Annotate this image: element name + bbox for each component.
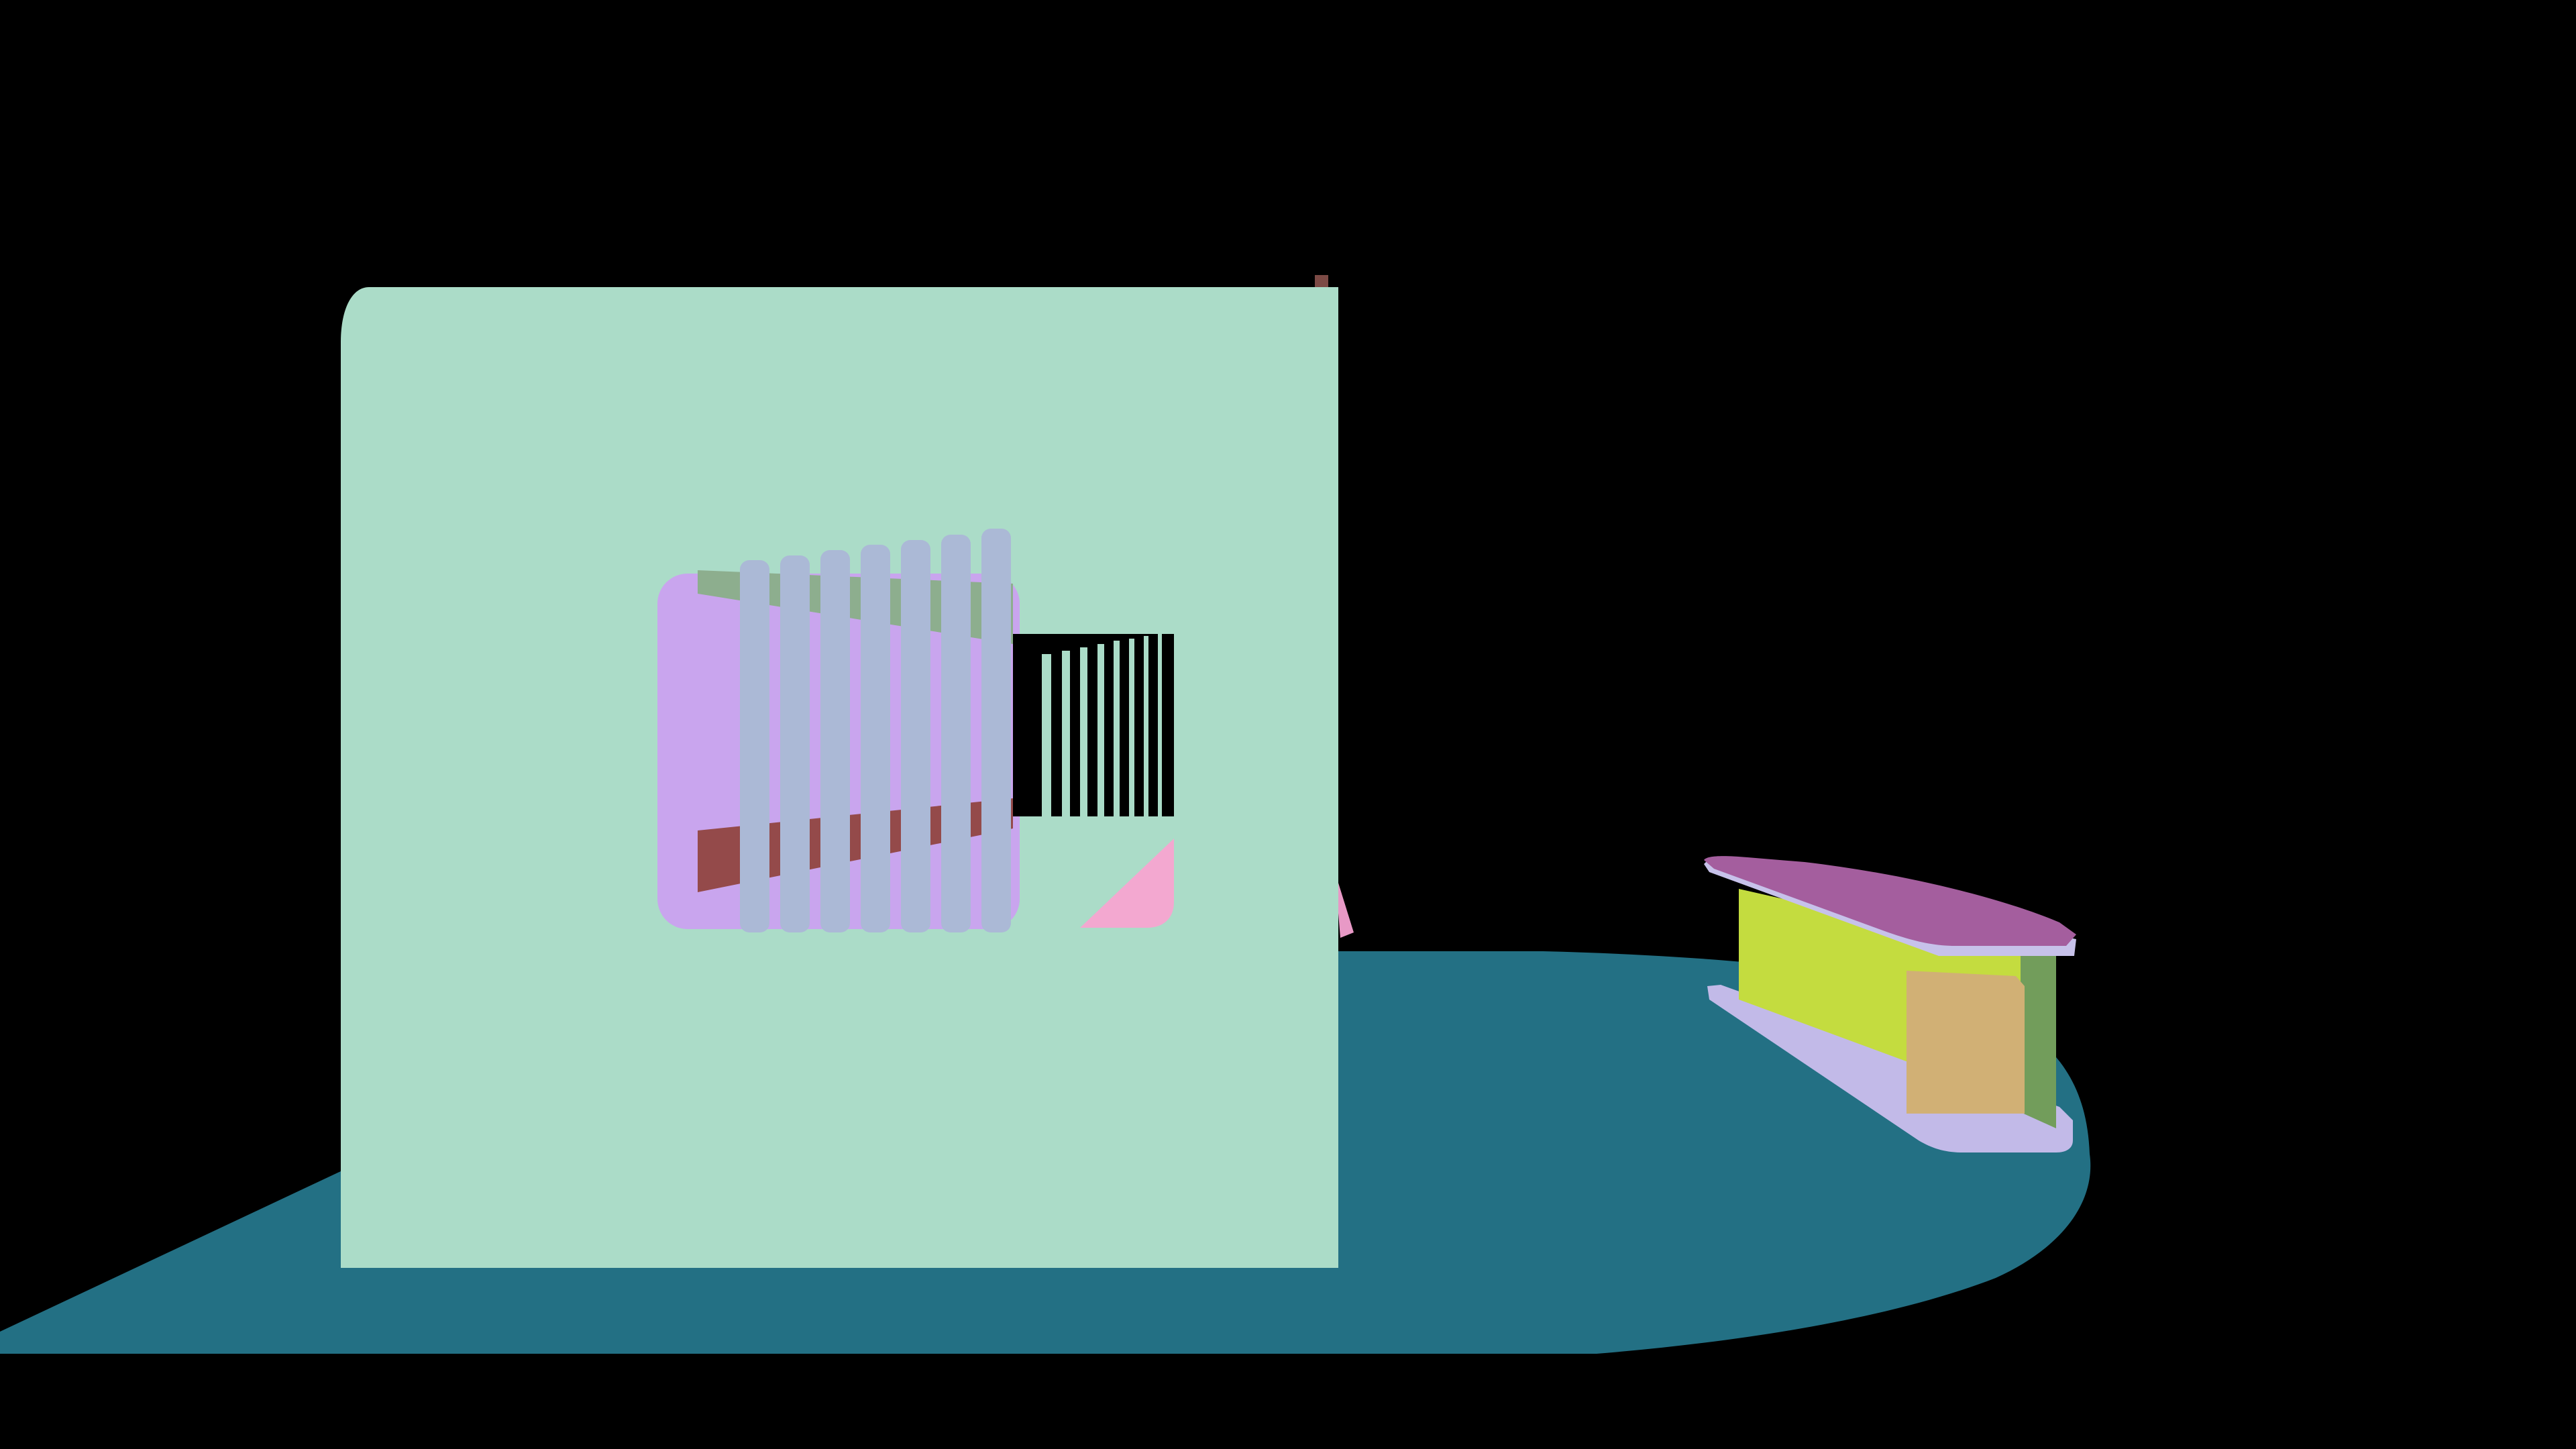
window-slats bbox=[740, 529, 1011, 932]
pavilion-door bbox=[1907, 971, 2025, 1114]
window-light-slit bbox=[1097, 644, 1104, 816]
window-light-slits bbox=[1042, 634, 1162, 816]
window-light-slit bbox=[1114, 641, 1120, 816]
window-light-slit bbox=[1158, 634, 1162, 816]
window-red-sill bbox=[698, 798, 1013, 892]
window-light-slit bbox=[1129, 639, 1134, 816]
window-slat bbox=[901, 540, 930, 932]
window-slat bbox=[981, 529, 1011, 932]
window-slat bbox=[820, 550, 850, 932]
window-light-slit bbox=[1080, 647, 1087, 816]
window-slat bbox=[861, 545, 890, 932]
pink-accent-shape bbox=[1335, 872, 1354, 938]
window-pink-triangle bbox=[1080, 839, 1174, 928]
window-light-slit bbox=[1042, 654, 1051, 816]
window-light-slit bbox=[1144, 636, 1148, 816]
window-slat bbox=[780, 555, 810, 932]
window-light-slit bbox=[1062, 651, 1070, 816]
window-slat bbox=[740, 560, 769, 932]
cube-corner-post bbox=[1315, 275, 1328, 290]
window-green-band bbox=[698, 570, 1013, 644]
window-dark-opening bbox=[1013, 634, 1174, 816]
pavilion-side-wall bbox=[2021, 953, 2056, 1128]
window-slat bbox=[941, 535, 971, 932]
pavilion-roof bbox=[1704, 856, 2076, 946]
